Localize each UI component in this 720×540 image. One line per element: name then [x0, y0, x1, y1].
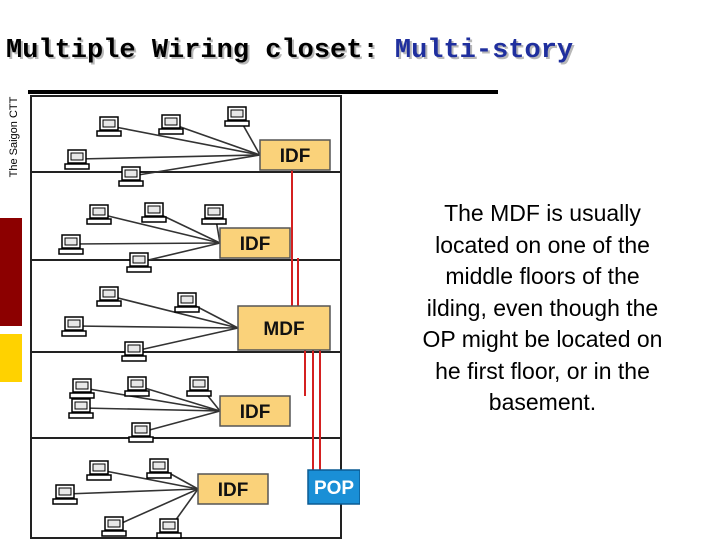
computer-icon [174, 292, 200, 313]
computer-icon [201, 204, 227, 225]
accent-bar-yellow [0, 334, 22, 382]
horizontal-cable [139, 242, 221, 263]
body-line: OP might be located on [422, 326, 663, 352]
body-line: basement. [488, 389, 597, 415]
building-outline [30, 95, 342, 539]
horizontal-cable [77, 154, 261, 160]
horizontal-cable [81, 407, 221, 412]
computer-icon [101, 516, 127, 537]
idf-box [197, 473, 269, 505]
body-text: The MDF is usually located on one of the… [375, 198, 710, 419]
horizontal-cable [71, 242, 221, 245]
idf-box [219, 227, 291, 259]
computer-icon [69, 378, 95, 399]
computer-icon [156, 518, 182, 539]
computer-icon [186, 376, 212, 397]
body-line: The MDF is usually [444, 200, 641, 226]
body-line: he first floor, or in the [435, 357, 650, 384]
computer-icon [146, 458, 172, 479]
idf-label: IDF [218, 480, 249, 501]
horizontal-cable [137, 385, 221, 412]
computer-icon [121, 341, 147, 362]
computer-icon [158, 114, 184, 135]
computer-icon [86, 460, 112, 481]
computer-icon [86, 204, 112, 225]
horizontal-cable [109, 295, 239, 329]
horizontal-cable [82, 387, 221, 412]
computer-icon [52, 484, 78, 505]
side-label: The Saigon CTT [8, 96, 20, 178]
mdf-label: MDF [263, 319, 304, 340]
idf-box [259, 139, 331, 171]
title-underline [28, 90, 498, 94]
accent-bar-red [0, 218, 22, 326]
building-diagram: IDF IDF MDF IDF IDF POP [30, 95, 360, 539]
computer-icon [128, 422, 154, 443]
slide-title: Multiple Wiring closet: Multi-story [6, 36, 573, 76]
body-line: middle floors of the [445, 263, 640, 289]
computer-icon [124, 376, 150, 397]
idf-label: IDF [240, 402, 271, 423]
computer-icon [64, 149, 90, 170]
horizontal-cable [74, 325, 239, 329]
horizontal-cable [131, 154, 261, 177]
computer-icon [96, 116, 122, 137]
horizontal-cable [109, 125, 261, 156]
body-line: located on one of the [435, 231, 650, 258]
pop-label: POP [314, 478, 354, 499]
idf-label: IDF [280, 146, 311, 167]
body-line: ilding, even though the [426, 294, 659, 321]
title-part-highlight: Multi-story [394, 36, 574, 66]
horizontal-cable [99, 469, 199, 490]
computer-icon [224, 106, 250, 127]
computer-icon [118, 166, 144, 187]
horizontal-cable [65, 488, 199, 495]
computer-icon [96, 286, 122, 307]
computer-icon [58, 234, 84, 255]
computer-icon [61, 316, 87, 337]
horizontal-cable [141, 410, 221, 433]
computer-icon [141, 202, 167, 223]
horizontal-cable [134, 327, 239, 352]
title-part-main: Multiple Wiring closet: [6, 36, 395, 66]
pop-box [307, 469, 360, 505]
computer-icon [68, 398, 94, 419]
idf-box [219, 395, 291, 427]
computer-icon [126, 252, 152, 273]
mdf-box [237, 305, 331, 351]
horizontal-cable [171, 123, 261, 156]
horizontal-cable [99, 213, 221, 244]
idf-label: IDF [240, 234, 271, 255]
horizontal-cable [114, 488, 199, 527]
